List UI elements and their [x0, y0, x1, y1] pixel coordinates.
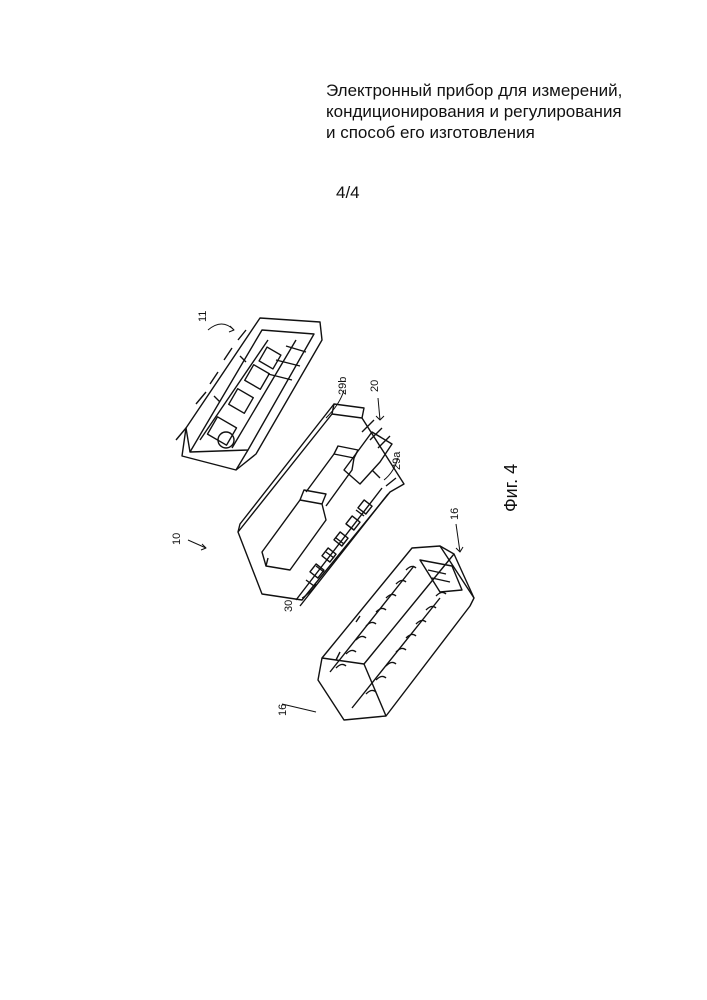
- figure-caption: Фиг. 4: [501, 464, 521, 512]
- label-board-a: 29a: [391, 451, 403, 470]
- label-housing-bottom: 16: [277, 704, 289, 716]
- label-terminal-block: 30: [283, 600, 295, 612]
- label-housing-top: 16: [449, 508, 461, 520]
- housing-part: [318, 546, 474, 720]
- label-board-b: 29b: [337, 377, 349, 395]
- circuit-unit-part: [238, 404, 404, 606]
- label-assembly: 10: [171, 533, 183, 545]
- label-circuit-unit: 20: [369, 380, 381, 392]
- label-front-cover: 11: [197, 311, 209, 322]
